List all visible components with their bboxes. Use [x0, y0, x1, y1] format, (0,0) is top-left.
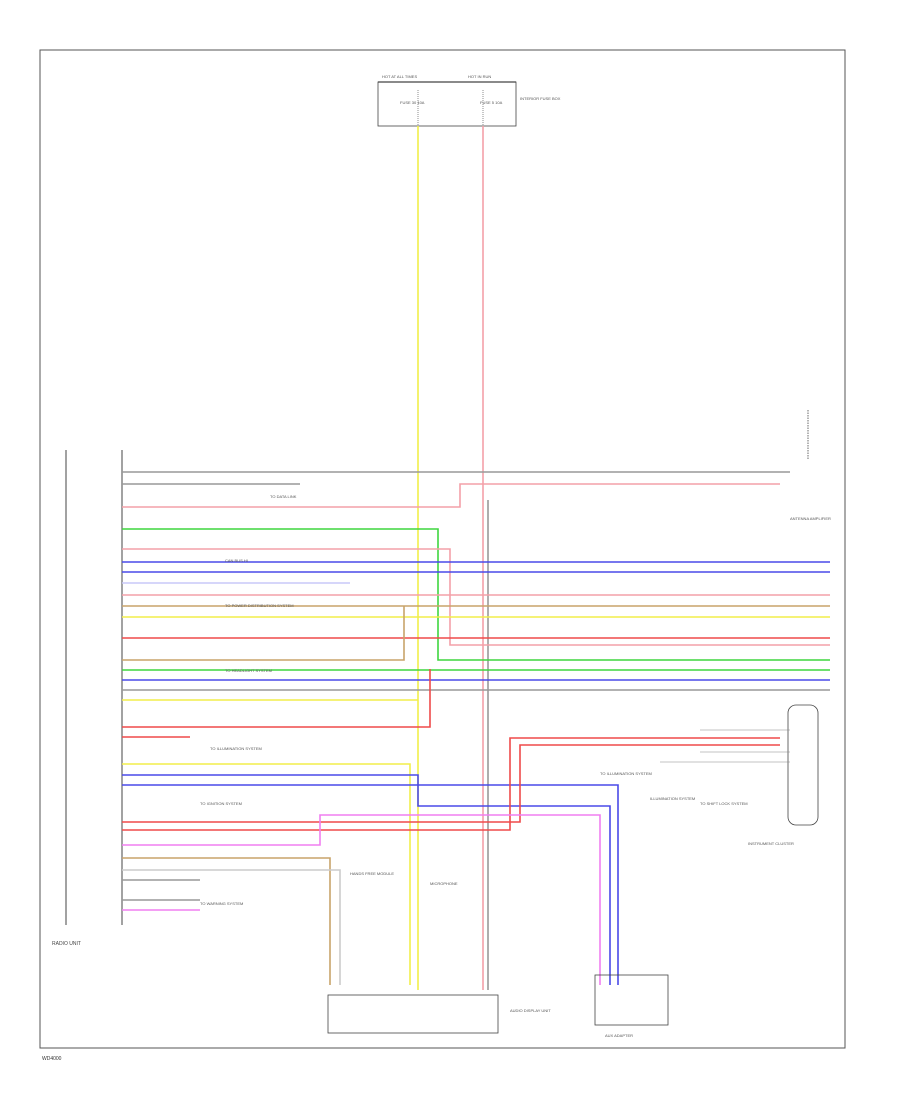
footer-code: WD4000 [42, 1056, 62, 1062]
fuse-left-label: FUSE 30 10A [400, 100, 425, 105]
fuse-right-label: FUSE 5 10A [480, 100, 503, 105]
radio-label: RADIO UNIT [52, 941, 81, 947]
instrument-cluster-label: INSTRUMENT CLUSTER [748, 841, 794, 846]
annotation-notes: TO DATA LINK CAN BUS HI TO POWER DISTRIB… [200, 494, 748, 906]
instrument-cluster: INSTRUMENT CLUSTER [660, 704, 819, 846]
aux-adapter-label: AUX ADAPTER [605, 1033, 633, 1038]
note-power: TO POWER DISTRIBUTION SYSTEM [225, 603, 294, 608]
antenna-label: ANTENNA AMPLIFIER [790, 516, 831, 521]
fuse-box-note: INTERIOR FUSE BOX [520, 96, 561, 101]
fuse-box-title-right: HOT IN RUN [468, 74, 491, 79]
antenna-amplifier: ANTENNA AMPLIFIER [790, 410, 831, 521]
note-headlight: TO HEADLIGHT SYSTEM [225, 668, 272, 673]
audio-unit-label: AUDIO DISPLAY UNIT [510, 1008, 551, 1013]
note-warning: TO WARNING SYSTEM [200, 901, 243, 906]
note-illumination: TO ILLUMINATION SYSTEM [210, 746, 262, 751]
hands-free-label: HANDS FREE MODULE [350, 871, 394, 876]
fuse-box: HOT AT ALL TIMES HOT IN RUN FUSE 30 10A … [377, 74, 561, 127]
hands-free-module: HANDS FREE MODULE MICROPHONE [350, 871, 458, 886]
audio-display-unit: AUDIO DISPLAY UNIT [327, 994, 551, 1034]
note-data-link: TO DATA LINK [270, 494, 297, 499]
note-illumination-2: TO ILLUMINATION SYSTEM [600, 771, 652, 776]
note-ignition: TO IGNITION SYSTEM [200, 801, 242, 806]
fuse-box-title-left: HOT AT ALL TIMES [382, 74, 417, 79]
note-illumination-3: ILLUMINATION SYSTEM [650, 796, 695, 801]
trunk-wires [417, 126, 489, 990]
aux-adapter: AUX ADAPTER [594, 974, 669, 1038]
note-can-bus: CAN BUS HI [225, 558, 248, 563]
radio-wires [122, 471, 830, 985]
mic-label: MICROPHONE [430, 881, 458, 886]
note-shift-lock: TO SHIFT LOCK SYSTEM [700, 801, 748, 806]
diagram-frame [39, 49, 846, 1049]
radio-connector: RADIO UNIT [52, 450, 123, 947]
